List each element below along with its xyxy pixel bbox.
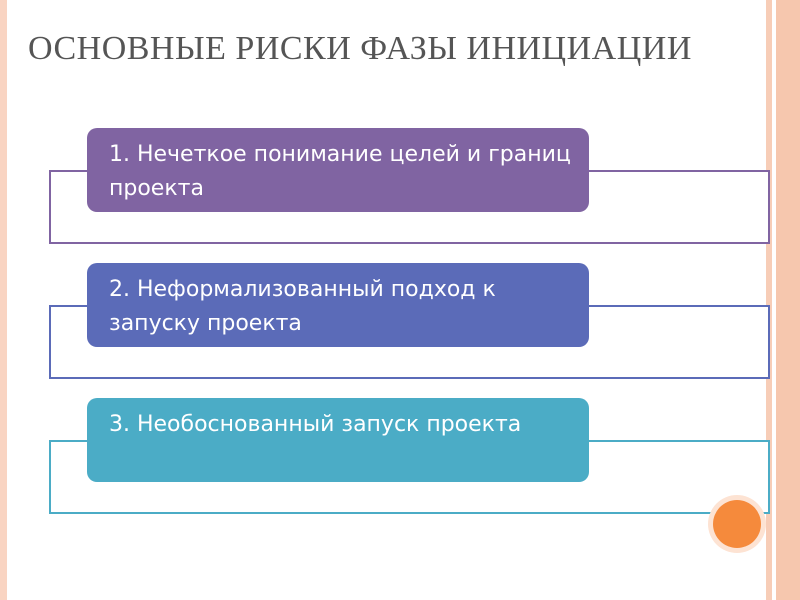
risk-item-3: 3. Необоснованный запуск проекта: [87, 398, 589, 482]
left-decorative-band: [0, 0, 7, 600]
slide-title: ОСНОВНЫЕ РИСКИ ФАЗЫ ИНИЦИАЦИИ: [28, 30, 692, 67]
right-decorative-gap: [772, 0, 776, 600]
right-decorative-band: [766, 0, 772, 600]
accent-circle: [713, 500, 761, 548]
right-decorative-band-outer: [776, 0, 800, 600]
risk-item-1: 1. Нечеткое понимание целей и границ про…: [87, 128, 589, 212]
risk-item-2: 2. Неформализованный подход к запуску пр…: [87, 263, 589, 347]
